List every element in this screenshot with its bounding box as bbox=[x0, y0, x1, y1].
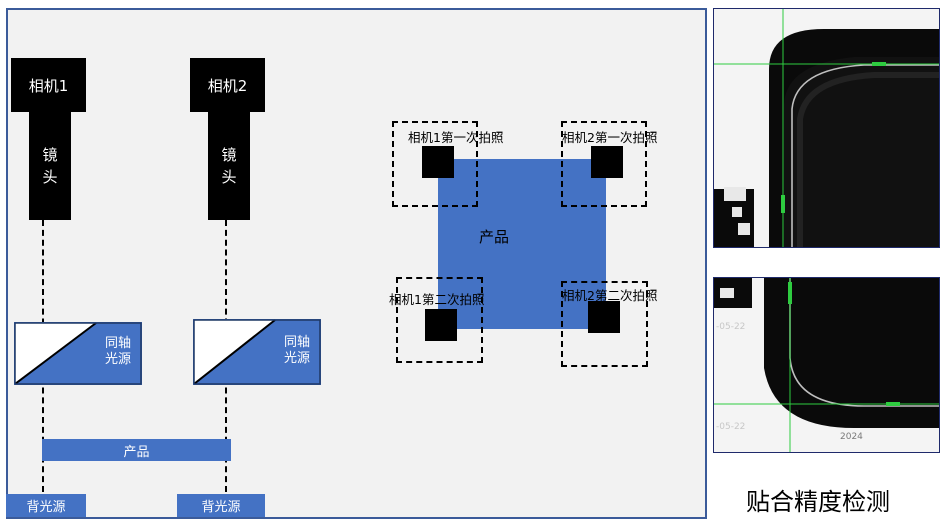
edge-photo-top-image bbox=[714, 9, 939, 247]
coaxial-light-1: 同轴 光源 bbox=[14, 322, 142, 385]
inspection-caption: 贴合精度检测 bbox=[746, 488, 890, 516]
camera-fov-cam1-first bbox=[422, 146, 454, 178]
coaxial-light-2: 同轴 光源 bbox=[193, 319, 321, 385]
camera-2-lens: 镜 头 bbox=[208, 112, 250, 220]
beam-splitter-icon bbox=[193, 319, 321, 385]
inspection-photo-bottom: -05-22 -05-22 2024 bbox=[713, 277, 940, 453]
product-side-label: 产品 bbox=[123, 444, 150, 460]
backlight-1: 背光源 bbox=[6, 494, 86, 517]
photo-date-stamp-top: -05-22 bbox=[716, 322, 746, 332]
camera-2-label: 相机2 bbox=[207, 76, 248, 95]
photo-year-stamp: 2024 bbox=[840, 432, 863, 442]
camera-fov-cam2-second bbox=[588, 301, 620, 333]
camera-2-body: 相机2 bbox=[190, 58, 265, 112]
product-top-label: 产品 bbox=[478, 227, 509, 246]
camera-fov-cam1-second bbox=[425, 309, 457, 341]
shot-region-cam2-second bbox=[561, 281, 648, 367]
shot-label-cam1-second: 相机1第二次拍照 bbox=[389, 292, 485, 307]
camera-fov-cam2-first bbox=[591, 146, 623, 178]
coaxial-light-1-label: 同轴 光源 bbox=[104, 336, 131, 367]
shot-label-cam2-second: 相机2第二次拍照 bbox=[562, 288, 658, 303]
camera-1-lens: 镜 头 bbox=[29, 112, 71, 220]
coaxial-light-2-label: 同轴 光源 bbox=[283, 335, 310, 366]
backlight-1-label: 背光源 bbox=[26, 500, 66, 515]
backlight-2: 背光源 bbox=[177, 494, 265, 517]
camera-1-body: 相机1 bbox=[11, 58, 86, 112]
camera-2-lens-label: 镜 头 bbox=[221, 146, 237, 186]
shot-label-cam2-first: 相机2第一次拍照 bbox=[562, 130, 658, 145]
backlight-2-label: 背光源 bbox=[201, 500, 241, 515]
shot-region-cam2-first bbox=[561, 121, 647, 207]
product-top: 产品 bbox=[438, 159, 606, 329]
shot-region-cam1-second bbox=[396, 277, 483, 363]
shot-region-cam1-first bbox=[392, 121, 478, 207]
beam-splitter-icon bbox=[14, 322, 142, 385]
inspection-photo-top bbox=[713, 8, 940, 248]
shot-label-cam1-first: 相机1第一次拍照 bbox=[408, 130, 504, 145]
photo-date-stamp-bottom: -05-22 bbox=[716, 422, 746, 432]
camera-1-label: 相机1 bbox=[28, 76, 69, 95]
product-side: 产品 bbox=[42, 439, 231, 461]
camera-1-lens-label: 镜 头 bbox=[42, 146, 58, 186]
edge-photo-bottom-image bbox=[714, 278, 939, 452]
